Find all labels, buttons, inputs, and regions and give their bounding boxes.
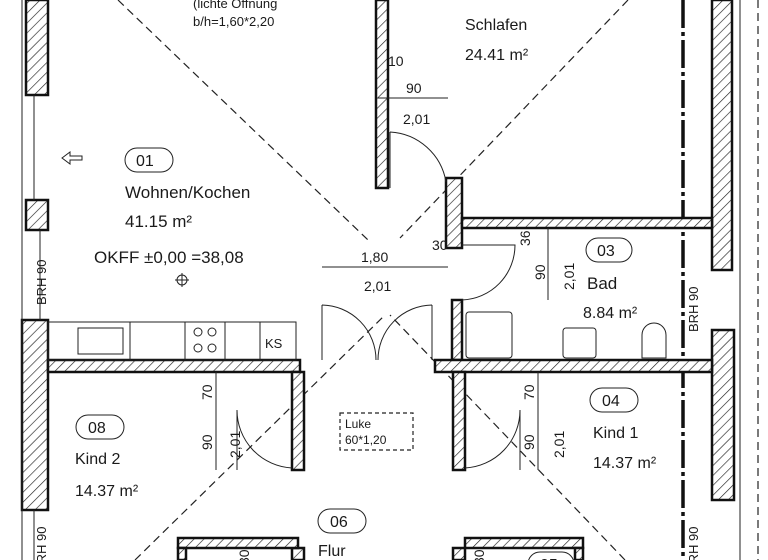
- dimension: 30: [236, 549, 252, 560]
- dimension: 2,01: [551, 431, 567, 458]
- kitchen-counter: [47, 321, 297, 361]
- room-number: 04: [602, 393, 620, 410]
- parapet-label: BRH 90: [686, 526, 701, 560]
- parapet-label: BRH 90: [34, 526, 49, 560]
- dimension: 30: [471, 549, 487, 560]
- room-area: 14.37 m²: [75, 483, 139, 500]
- dimension: 1,80: [361, 249, 388, 265]
- room-badge-08: [75, 414, 125, 440]
- room-name: Kind 2: [75, 451, 120, 468]
- dimension: 90: [521, 434, 537, 450]
- dimension: 10: [388, 53, 404, 69]
- hatch-label: Luke: [345, 417, 371, 431]
- room-name: Bad: [587, 274, 617, 293]
- room-name: Wohnen/Kochen: [125, 183, 250, 202]
- room-number: 05: [540, 557, 558, 560]
- dimension: 90: [199, 434, 215, 450]
- dimension: 2,01: [227, 431, 243, 458]
- shower-icon: [465, 311, 513, 359]
- attic-hatch: [339, 412, 414, 451]
- bath-fixtures: [465, 311, 667, 359]
- dimension: 2,01: [561, 263, 577, 290]
- hatch-label: 60*1,20: [345, 433, 387, 447]
- dimension: 2,01: [364, 278, 391, 294]
- room-number: 08: [88, 420, 106, 437]
- room-area: 8.84 m²: [583, 305, 638, 322]
- parapet-label: BRH 90: [686, 286, 701, 332]
- room-name: Flur: [318, 543, 346, 560]
- level-marker-icon: [175, 273, 189, 287]
- toilet-icon: [641, 322, 667, 359]
- opening-note: b/h=1,60*2,20: [193, 14, 274, 29]
- parapet-label: BRH 90: [34, 259, 49, 305]
- dimension: 70: [521, 384, 537, 400]
- room-number: 06: [330, 514, 348, 531]
- dimension: 30: [432, 237, 448, 253]
- room-name: Kind 1: [593, 425, 638, 442]
- room-name: Schlafen: [465, 17, 527, 34]
- interior-walls: [46, 0, 714, 560]
- room-badge-03: [585, 237, 633, 263]
- room-number: 01: [136, 153, 154, 170]
- room-diagonals: [117, 0, 629, 560]
- sink-icon: [77, 327, 124, 355]
- room-badge-01: [124, 147, 174, 173]
- left-exterior-wall: [20, 0, 50, 560]
- washbasin-icon: [562, 327, 597, 359]
- dimension: 90: [406, 80, 422, 96]
- room-badge-06: [317, 508, 367, 534]
- room-number: 03: [597, 243, 615, 260]
- room-area: 24.41 m²: [465, 47, 529, 64]
- room-area: 41.15 m²: [125, 212, 192, 231]
- right-exterior-wall: [681, 0, 759, 560]
- stove-icon: [193, 327, 217, 353]
- room-badge-05: [528, 551, 574, 560]
- opening-note: (lichte Öffnung: [193, 0, 277, 11]
- level-note: OKFF ±0,00 =38,08: [94, 248, 244, 267]
- dimension: 2,01: [403, 111, 430, 127]
- doors: [236, 131, 521, 470]
- room-area: 14.37 m²: [593, 455, 657, 472]
- dimension-lines: [215, 97, 549, 470]
- fridge-label: KS: [265, 336, 283, 351]
- dimension: 90: [532, 264, 548, 280]
- dimension: 36: [517, 230, 533, 246]
- dimension: 70: [199, 384, 215, 400]
- arrow-icon: [61, 151, 83, 165]
- room-badge-04: [589, 387, 639, 413]
